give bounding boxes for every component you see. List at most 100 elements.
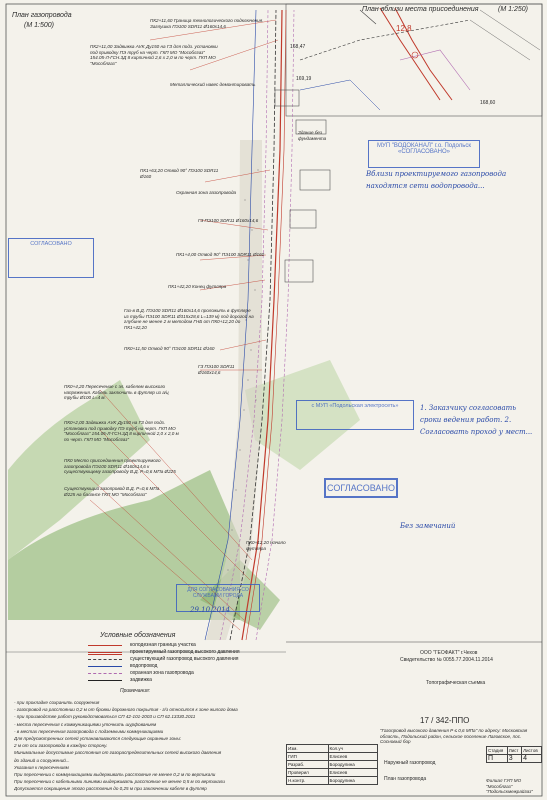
note-line: Допускается сокращение этого расстояния … bbox=[14, 786, 207, 792]
note-line: - места пересечения с коммуникациями уто… bbox=[14, 721, 157, 727]
sheet-value: 3 bbox=[506, 754, 523, 763]
org-name: ООО "ГЕОФАКТ" г.Чехов bbox=[420, 650, 478, 656]
legend-label: проектируемый газопровод высокого давлен… bbox=[130, 649, 240, 655]
annotation-pk0-12-20: ПК0+12,20 Начало футляра bbox=[246, 540, 286, 551]
annotation-existing-pipe: Существующий газопровод В.Д. Р=0,6 МПа Ø… bbox=[64, 486, 160, 497]
column-header: Изм. bbox=[286, 744, 329, 753]
annotation-building-1: Здание без фундамента bbox=[298, 130, 327, 141]
city-services-stamp: ДЛЯ СОГЛАСОВАНИЯ СО СЛУЖБАМИ ГОРОДА bbox=[176, 584, 260, 612]
inset-title: План вблизи места присоединения bbox=[362, 6, 479, 13]
left-soglasovano-stamp: СОГЛАСОВАНО bbox=[8, 238, 94, 278]
vodokanal-stamp: МУП "ВОДОКАНАЛ" г.о. Подольск «СОГЛАСОВА… bbox=[368, 140, 480, 168]
legend-item: водопровод bbox=[88, 663, 288, 670]
legend-swatch bbox=[88, 680, 122, 681]
note-line: - при производстве работ руководствовать… bbox=[14, 714, 196, 720]
handwritten-date: 29.10.2014 bbox=[190, 606, 231, 614]
role-row-2: Разраб.Бородулина bbox=[286, 760, 379, 769]
legend-item: существующий газопровод высокого давлени… bbox=[88, 656, 288, 663]
legend-item: охранная зона газопровода bbox=[88, 670, 288, 677]
notes-title: Примечания: bbox=[120, 688, 151, 694]
plan-scale: (М 1:500) bbox=[24, 22, 54, 29]
electro-stamp: с МУП «Подольская электросеть» bbox=[296, 400, 414, 430]
role-row-4: Н.контр.Бородулина bbox=[286, 776, 379, 785]
legend-label: охранная зона газопровода bbox=[130, 670, 194, 676]
sheet-title: Наружный газопровод bbox=[384, 760, 436, 766]
annotation-pk1-4-00: ПК1+4,00 Отвод 90° ПЭ100 SDR11 Ø160 bbox=[176, 252, 265, 257]
signatures-header: Изм.Кол.уч bbox=[286, 744, 379, 753]
inset-height-2: 168,47 bbox=[290, 44, 306, 50]
role-name: Бородулина bbox=[327, 776, 379, 785]
role: Разраб. bbox=[286, 760, 329, 769]
inset-height-3: 169,19 bbox=[296, 76, 312, 82]
note-line: - в местах пересечения газопровода с под… bbox=[14, 728, 164, 734]
note-line: до зданий и сооружений... bbox=[14, 757, 70, 763]
annotation-pk2-11-60: ПК2+11,60 Граница технологического подкл… bbox=[150, 18, 264, 29]
note-line: - при прокладке сохранить сооружения bbox=[14, 700, 100, 705]
annotation-metal-roof: Металлический навес демонтировать bbox=[170, 82, 256, 87]
annotation-pk2-11-00: ПК2+11,00 Задвижка AVK Ду150 на ГЗ для п… bbox=[90, 44, 218, 66]
legend-label: водопровод bbox=[130, 663, 158, 669]
role: Н.контр. bbox=[286, 776, 329, 785]
note-line: - газопровод на расстоянии 0,2 м от бров… bbox=[14, 707, 238, 713]
annotation-pk0: ПК0 Место присоединения проектируемого г… bbox=[64, 458, 176, 475]
handwritten-note-2: 1. Заказчику согласовать сроки ведения р… bbox=[420, 404, 533, 436]
legend-swatch bbox=[88, 645, 122, 646]
legend-swatch bbox=[88, 666, 122, 667]
annotation-pk1-63-20: ПК1+63,20 Отвод 90° ПЭ100 SDR11 Ø160 bbox=[140, 168, 219, 179]
role-name: Елисеев bbox=[327, 768, 379, 777]
handwritten-note-1: Вблизи проектируемого газопровода находя… bbox=[366, 170, 507, 190]
sheets-value: 4 bbox=[521, 754, 542, 763]
legend-label: колодезная граница участка bbox=[130, 642, 196, 648]
legend-title: Условные обозначения bbox=[100, 632, 176, 639]
doc-number: 17 / 342-ППО bbox=[420, 716, 470, 725]
role-name: Елисеев bbox=[327, 752, 379, 761]
stage-value: П bbox=[486, 754, 508, 763]
annotation-gz-1: ГЗ ПЭ100 SDR11 Ø160х14,6 bbox=[198, 218, 259, 223]
stage-label: Стадия bbox=[486, 746, 508, 755]
legend-swatch bbox=[88, 659, 122, 660]
sheets-label: Листов bbox=[521, 746, 542, 755]
annotation-pk0-2-00: ПК0+2,00 Задвижка AVK Ду150 на ГЗ для по… bbox=[64, 420, 179, 442]
annotation-gz-2: ГЗ ПЭ100 SDR11 Ø160х14,6 bbox=[198, 364, 235, 375]
company-name: Филиал ГУП МО "Мособлгаз" "Подольскмежра… bbox=[486, 778, 533, 795]
note-line: Для предусмотренных сетей устанавливаютс… bbox=[14, 736, 182, 741]
note-line: Минимальные допустимые расстояния от газ… bbox=[14, 750, 222, 756]
note-line: При пересечении с кабельными линиями выд… bbox=[14, 779, 225, 785]
role-name: Бородулина bbox=[327, 760, 379, 769]
annotation-pk0-4-20: ПК0+4,20 Пересечение с эл. кабелем высок… bbox=[64, 384, 169, 401]
inset-plan bbox=[299, 7, 541, 111]
role: ГИП bbox=[286, 752, 329, 761]
sheet-label: Лист bbox=[506, 746, 523, 755]
handwritten-note-3: Без замечаний bbox=[400, 522, 456, 530]
legend-swatch bbox=[88, 673, 122, 674]
note-line: Указания к пересечениям bbox=[14, 764, 69, 770]
legend-item: задвижка bbox=[88, 677, 288, 684]
note-line: При пересечении с коммуникациями выдержи… bbox=[14, 772, 216, 777]
inset-height-4: 168,60 bbox=[480, 100, 496, 106]
org-certificate: Свидетельство № 0055.77.2004.11.2014 bbox=[400, 657, 493, 663]
annotation-pk0-11-50: ПК0+11,50 Отвод 90° ПЭ100 SDR11 Ø160 bbox=[124, 346, 215, 351]
drawing-title: План газопровода bbox=[384, 776, 427, 782]
inset-height-1: 12,8 bbox=[396, 24, 412, 33]
soglasovano-stamp: СОГЛАСОВАНО bbox=[324, 478, 398, 498]
plan-title: План газопровода bbox=[12, 12, 72, 19]
survey-title: Топографическая съемка bbox=[426, 680, 486, 686]
column-header: Кол.уч bbox=[327, 744, 379, 753]
role: Проверил bbox=[286, 768, 329, 777]
annotation-pk1-42-20: ПК1+42,20 Конец футляра bbox=[168, 284, 227, 289]
legend-label: существующий газопровод высокого давлени… bbox=[130, 656, 239, 662]
annotation-casing: Газ-в В.Д. ПЭ100 SDR11 Ø160х14,6 проложи… bbox=[124, 308, 254, 330]
inset-scale: (М 1:250) bbox=[498, 6, 528, 13]
legend-label: задвижка bbox=[130, 677, 152, 683]
note-line: 2 м от оси газопровода в каждую сторону. bbox=[14, 743, 108, 749]
project-description: "Газопровод высокого давления Р ≤ 0,6 МП… bbox=[380, 728, 528, 745]
legend-swatch bbox=[88, 652, 122, 655]
legend-item: колодезная граница участка bbox=[88, 642, 288, 649]
annotation-protect-zone: Охранная зона газопровода bbox=[176, 190, 237, 195]
